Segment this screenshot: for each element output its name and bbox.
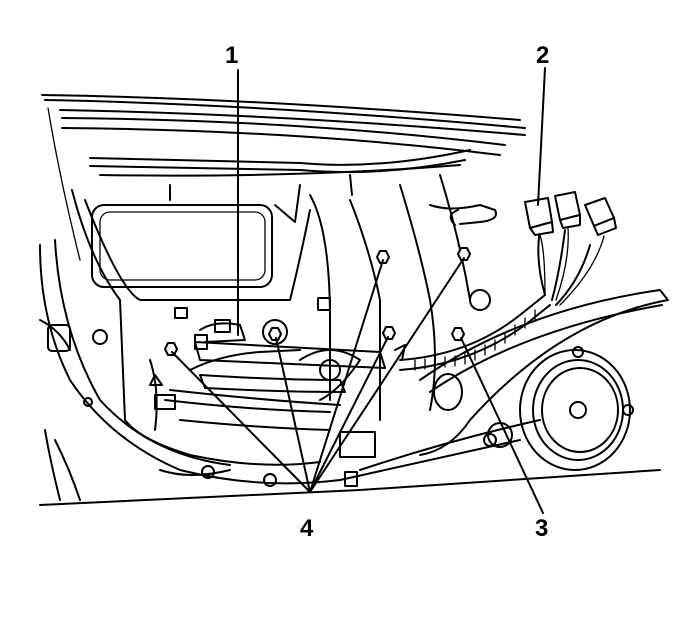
leader-2 — [537, 67, 546, 206]
door-inner-panel — [39, 174, 521, 485]
leader-4e — [309, 257, 465, 493]
speaker — [359, 289, 669, 471]
wiring-harness — [189, 229, 591, 371]
leader-4b — [275, 337, 311, 493]
nut-5 — [457, 247, 471, 261]
nut-1 — [164, 342, 178, 356]
door-lower-shell — [39, 319, 661, 506]
leader-4c — [309, 259, 384, 493]
leader-lines — [171, 67, 546, 514]
callout-2: 2 — [536, 42, 550, 69]
electrical-connectors — [524, 191, 617, 306]
leader-4d — [309, 336, 389, 493]
callout-3: 3 — [535, 515, 549, 542]
leader-3 — [460, 337, 544, 514]
nut-2 — [268, 327, 282, 341]
window-regulator — [149, 319, 406, 431]
leader-4a — [171, 351, 311, 493]
nut-4 — [382, 326, 396, 340]
nut-6 — [451, 327, 465, 341]
callout-1: 1 — [225, 42, 239, 69]
callout-4: 4 — [300, 515, 314, 542]
nut-3 — [376, 250, 390, 264]
window-glass-lines — [41, 94, 526, 261]
